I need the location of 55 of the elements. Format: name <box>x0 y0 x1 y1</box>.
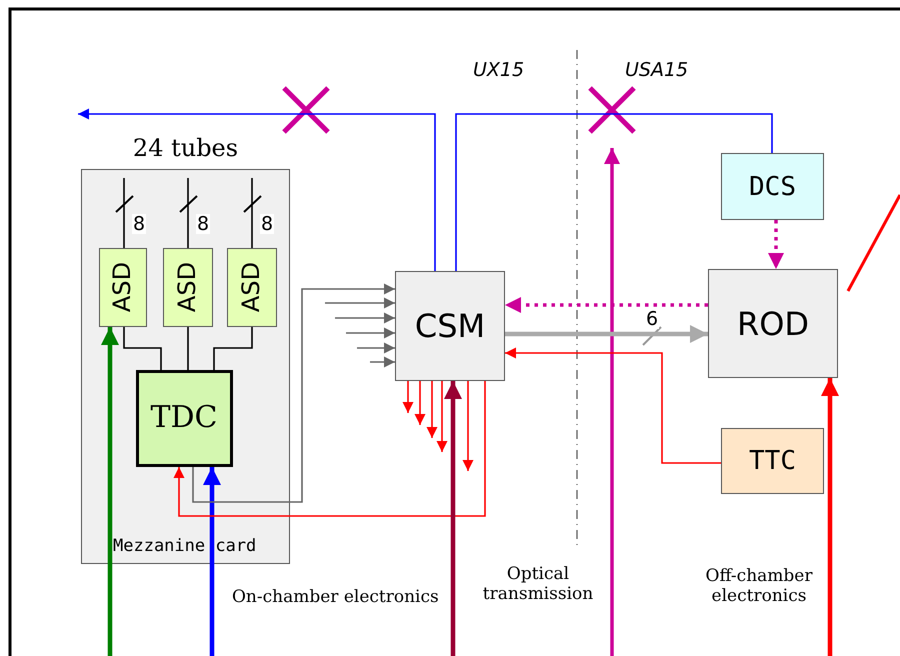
area-label: USA15 <box>625 60 690 82</box>
arrow <box>357 342 395 354</box>
connector-line <box>213 327 253 370</box>
arrow <box>203 467 221 656</box>
arrow <box>505 348 721 464</box>
node-label: ASD <box>240 262 264 312</box>
arrow <box>462 381 474 471</box>
edge-label: 6 <box>645 309 660 329</box>
block-box <box>721 428 824 494</box>
node-label: ROD <box>736 308 810 340</box>
area-label: UX15 <box>473 60 526 82</box>
arrow <box>370 356 395 368</box>
connector-line <box>455 113 773 271</box>
edge-label: 8 <box>132 214 146 234</box>
block-box <box>395 271 505 381</box>
arrow <box>444 381 462 656</box>
section-caption: Optical transmission <box>482 565 594 604</box>
section-caption: On-chamber electronics <box>232 588 440 608</box>
connector-line <box>251 178 253 248</box>
arrow <box>426 381 438 438</box>
arrow <box>174 381 486 517</box>
group-heading: 24 tubes <box>132 136 240 160</box>
arrow <box>436 381 448 452</box>
edge-label: 8 <box>260 214 274 234</box>
node-label: TDC <box>150 403 218 433</box>
arrow <box>821 378 839 656</box>
connector-line <box>123 327 162 370</box>
arrow <box>505 325 708 343</box>
node-label: CSM <box>414 310 486 342</box>
arrow <box>414 381 426 425</box>
connector-line <box>123 178 125 248</box>
arrow <box>78 108 436 271</box>
edge-label: 8 <box>196 214 210 234</box>
block-box <box>162 248 212 326</box>
arrow <box>346 328 395 338</box>
arrow <box>325 298 395 308</box>
block-box <box>136 370 232 466</box>
arrow <box>192 284 395 503</box>
block-box <box>226 248 276 326</box>
node-label: ASD <box>110 262 134 312</box>
connector-line <box>187 327 189 370</box>
node-label: DCS <box>749 174 796 200</box>
node-label: ASD <box>176 262 200 312</box>
block-box <box>98 248 146 326</box>
section-caption: Off-chamber electronics <box>704 567 814 606</box>
block-box <box>708 269 838 378</box>
connector-line <box>187 178 189 248</box>
arrow <box>402 381 414 413</box>
arrow <box>335 312 395 324</box>
arrow <box>101 327 119 656</box>
node-label: TTC <box>749 448 796 474</box>
dotted-arrow <box>768 220 784 269</box>
dotted-arrow <box>505 297 708 313</box>
panel-label: Mezzanine card <box>113 538 256 555</box>
block-box <box>721 153 824 220</box>
